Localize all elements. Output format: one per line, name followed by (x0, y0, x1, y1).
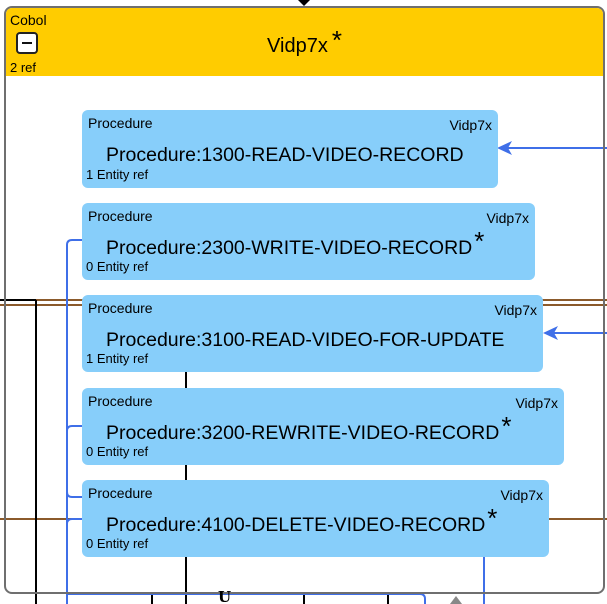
procedure-name-text: Procedure:1300-READ-VIDEO-RECORD (106, 144, 464, 166)
procedure-entity-refs: 0 Entity ref (86, 444, 149, 459)
procedure-star-marker: * (487, 503, 498, 533)
procedure-name: Procedure:1300-READ-VIDEO-RECORD (106, 137, 466, 168)
module-header: Cobol Vidp7x* 2 ref (6, 8, 603, 76)
procedure-entity-refs: 0 Entity ref (86, 536, 149, 551)
procedure-name-text: Procedure:4100-DELETE-VIDEO-RECORD (106, 514, 486, 536)
procedure-name: Procedure:3100-READ-VIDEO-FOR-UPDATE (106, 322, 506, 353)
top-arrow-head (298, 0, 310, 6)
procedure-entity-refs: 0 Entity ref (86, 259, 149, 274)
collapse-button[interactable] (16, 32, 38, 54)
procedure-node[interactable]: Procedure Vidp7x Procedure:4100-DELETE-V… (82, 480, 549, 557)
procedure-name: Procedure:3200-REWRITE-VIDEO-RECORD* (106, 411, 511, 446)
procedure-name-text: Procedure:3100-READ-VIDEO-FOR-UPDATE (106, 329, 505, 351)
procedure-star-marker: * (474, 226, 485, 256)
procedure-module-label: Vidp7x (494, 302, 537, 318)
procedure-type-label: Procedure (88, 208, 153, 224)
procedure-type-label: Procedure (88, 485, 153, 501)
procedure-node[interactable]: Procedure Vidp7x Procedure:3200-REWRITE-… (82, 388, 564, 465)
incoming-arrowhead-3100 (543, 326, 558, 340)
procedure-module-label: Vidp7x (449, 117, 492, 133)
procedure-name-text: Procedure:3200-REWRITE-VIDEO-RECORD (106, 422, 500, 444)
procedure-star-marker: * (501, 411, 512, 441)
module-star-marker: * (331, 25, 342, 55)
procedure-entity-refs: 1 Entity ref (86, 351, 149, 366)
module-type-label: Cobol (10, 12, 47, 28)
module-title-text: Vidp7x (267, 35, 328, 57)
module-ref-count: 2 ref (10, 60, 37, 75)
procedure-node[interactable]: Procedure Vidp7x Procedure:3100-READ-VID… (82, 295, 543, 372)
procedure-module-label: Vidp7x (515, 395, 558, 411)
procedure-entity-refs: 1 Entity ref (86, 167, 149, 182)
edge-blue-bracket[interactable] (66, 239, 82, 604)
procedure-name: Procedure:2300-WRITE-VIDEO-RECORD* (106, 226, 484, 261)
procedure-module-label: Vidp7x (486, 210, 529, 226)
procedure-name: Procedure:4100-DELETE-VIDEO-RECORD* (106, 503, 497, 538)
edge-blue-branch-3200[interactable] (66, 425, 82, 432)
procedure-type-label: Procedure (88, 393, 153, 409)
edge-blue-branch-4100[interactable] (66, 491, 82, 525)
cobol-module-container[interactable]: Cobol Vidp7x* 2 ref (4, 6, 605, 594)
procedure-type-label: Procedure (88, 115, 153, 131)
procedure-node[interactable]: Procedure Vidp7x Procedure:2300-WRITE-VI… (82, 203, 535, 280)
procedure-type-label: Procedure (88, 300, 153, 316)
procedure-name-text: Procedure:2300-WRITE-VIDEO-RECORD (106, 237, 473, 259)
minus-icon (22, 42, 32, 44)
bottom-edge-label: U (218, 588, 232, 604)
procedure-node[interactable]: Procedure Vidp7x Procedure:1300-READ-VID… (82, 110, 498, 188)
incoming-arrowhead-1300 (497, 141, 512, 155)
bottom-triangle (450, 596, 462, 604)
edge-blue-bottom[interactable] (67, 593, 426, 604)
procedure-module-label: Vidp7x (500, 487, 543, 503)
module-title: Vidp7x* (6, 25, 603, 59)
